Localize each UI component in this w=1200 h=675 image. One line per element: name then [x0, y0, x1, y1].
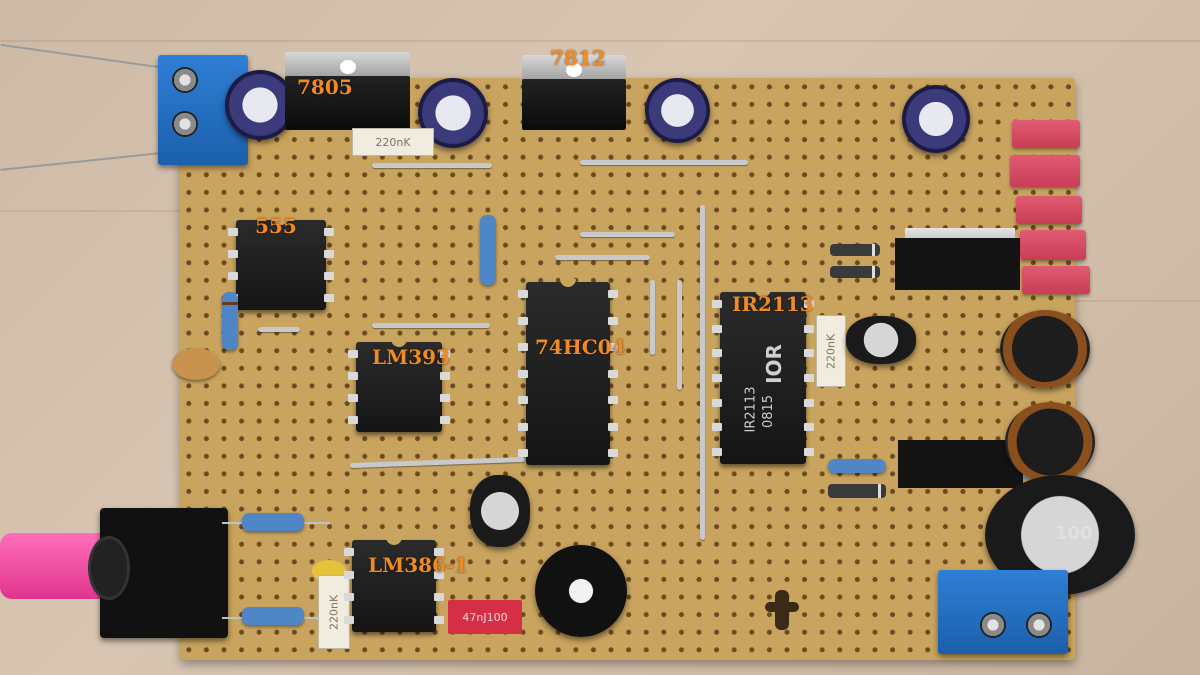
ic-ir2113: IOR IR2113 0815	[712, 289, 814, 464]
solder-blob	[765, 602, 799, 612]
jumper-wire	[700, 205, 705, 540]
jumper-wire	[555, 255, 650, 260]
screw-icon	[1026, 612, 1052, 638]
ir-logo-marking: IOR	[761, 344, 786, 384]
ic-74hc04	[518, 279, 618, 465]
resistor	[828, 459, 886, 473]
film-capacitor: 220nK	[816, 315, 846, 387]
jumper-wire	[650, 280, 655, 355]
label-74hc04: 74HC04	[535, 335, 626, 359]
antenna-wire	[0, 43, 160, 69]
regulator-7812	[522, 55, 626, 130]
diode	[830, 244, 880, 256]
electrolytic-capacitor	[846, 316, 916, 364]
wood-grain	[1075, 300, 1200, 302]
label-ir2113: IR2113	[732, 292, 814, 316]
resistor	[480, 215, 496, 285]
trimmer-potentiometer	[535, 545, 627, 637]
box-capacitor	[1016, 196, 1082, 224]
inductor	[1000, 310, 1090, 388]
diode	[830, 266, 880, 278]
resistor	[242, 513, 304, 531]
screw-icon	[980, 612, 1006, 638]
pink-audio-plug	[0, 533, 100, 599]
label-lm393: LM393	[372, 345, 450, 369]
label-7805: 7805	[297, 75, 353, 99]
screw-icon	[172, 111, 198, 137]
ic-lm393	[348, 339, 450, 432]
output-terminal	[938, 570, 1068, 654]
jumper-wire	[580, 232, 675, 237]
ceramic-capacitor	[172, 348, 220, 380]
jumper-wire	[372, 323, 490, 328]
antenna-wire	[0, 151, 170, 171]
electrolytic-capacitor	[225, 70, 295, 140]
label-7812: 7812	[550, 46, 606, 70]
mosfet	[898, 440, 1023, 488]
jumper-wire	[372, 163, 492, 168]
bulk-cap-marking: 100	[1055, 523, 1093, 544]
electrolytic-capacitor	[645, 78, 710, 143]
jumper-wire	[580, 160, 748, 165]
inductor	[1005, 402, 1095, 482]
box-capacitor	[1012, 120, 1080, 148]
jack-socket	[88, 536, 130, 600]
box-capacitor	[1022, 266, 1090, 294]
screw-icon	[172, 67, 198, 93]
ic-lm386	[344, 537, 444, 632]
film-capacitor-red: 47nJ100	[448, 600, 522, 634]
jumper-wire	[258, 327, 300, 332]
ir2113-date-code: 0815	[761, 394, 777, 429]
jumper-wire	[677, 280, 682, 390]
resistor	[242, 607, 304, 625]
wood-grain	[0, 210, 180, 212]
audio-jack	[88, 508, 228, 638]
mosfet	[895, 238, 1020, 290]
diode	[828, 484, 886, 498]
electrolytic-capacitor	[470, 475, 530, 547]
ir2113-part-marking: IR2113	[743, 386, 759, 433]
wood-grain	[0, 40, 1200, 42]
box-capacitor	[1010, 155, 1080, 187]
regulator-7805	[285, 52, 410, 130]
electrolytic-capacitor	[902, 85, 970, 153]
film-capacitor: 220nK	[352, 128, 434, 156]
box-capacitor	[1020, 230, 1086, 260]
label-lm386: LM386-1	[368, 553, 469, 577]
label-555: 555	[255, 214, 297, 238]
resistor	[222, 292, 238, 350]
